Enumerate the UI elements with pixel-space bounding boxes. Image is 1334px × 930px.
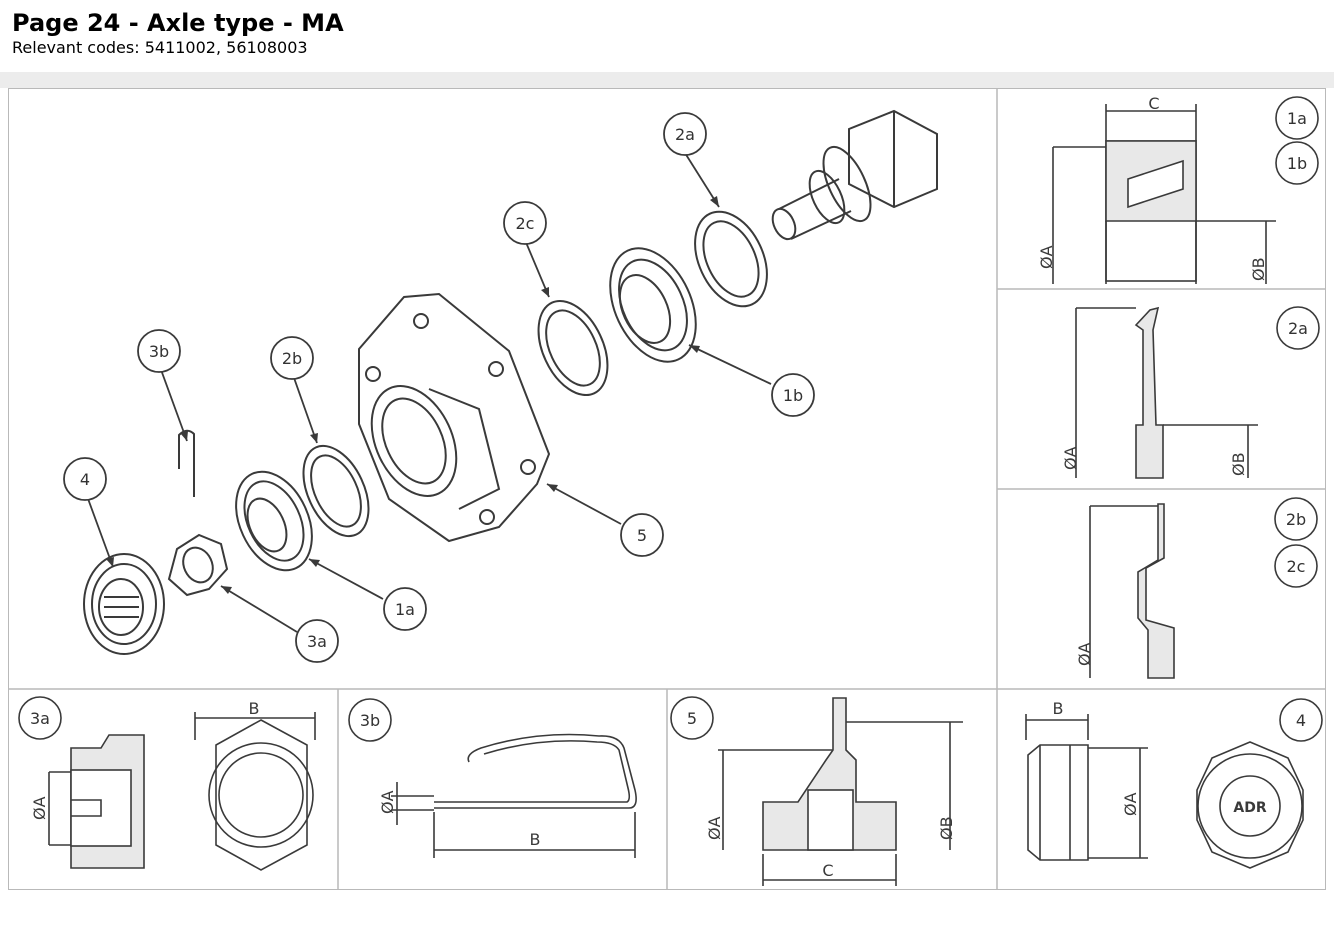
callout-4-label: 4	[80, 470, 90, 489]
badge-3a	[18, 696, 62, 740]
hub-5-drawing	[358, 292, 551, 543]
dim-oa-label: ØA	[1121, 792, 1140, 816]
detail-bearing-section: C ØA ØB 1a 1b	[1037, 94, 1319, 284]
dim-ob-label: ØB	[937, 816, 956, 840]
callout-1a-label: 1a	[395, 600, 415, 619]
badge-1b	[1275, 141, 1319, 185]
badge-4	[1279, 698, 1323, 742]
badge-2c-label: 2c	[1287, 557, 1306, 576]
washer-2a-drawing	[694, 210, 768, 308]
badge-3a-label: 3a	[30, 709, 50, 728]
dim-oa-label: ØA	[1037, 245, 1056, 269]
callout-5	[620, 513, 664, 557]
page-header: Page 24 - Axle type - MA Relevant codes:…	[12, 8, 344, 58]
page-subtitle: Relevant codes: 5411002, 56108003	[12, 38, 308, 57]
callout-2a-label: 2a	[675, 125, 695, 144]
badge-2c	[1274, 544, 1318, 588]
badge-2a-label: 2a	[1288, 319, 1308, 338]
callout-3a-label: 3a	[307, 632, 327, 651]
main-exploded-view: 2a 2c 3b 2b 4 1b 5 1a 3a	[63, 109, 938, 663]
dim-oa-label: ØA	[1075, 642, 1094, 666]
badge-2b	[1274, 497, 1318, 541]
axle-stub-drawing	[771, 109, 938, 241]
adr-logo-text: ADR	[1233, 800, 1266, 816]
badge-3b-label: 3b	[360, 711, 380, 730]
dim-oa-label: ØA	[1061, 446, 1080, 470]
dim-b-label: B	[1053, 699, 1064, 718]
split-pin-3b-drawing	[178, 429, 195, 497]
washer-2b-drawing	[302, 444, 370, 538]
dim-c-label: C	[1148, 94, 1159, 113]
dim-oa-label: ØA	[30, 796, 49, 820]
badge-5	[670, 696, 714, 740]
detail-castle-nut: B ØA 3a	[18, 696, 316, 871]
washer-2c-drawing	[537, 299, 609, 397]
detail-split-pin: ØA B 3b	[348, 698, 637, 858]
badge-1a	[1275, 96, 1319, 140]
grid-dividers	[9, 89, 1325, 889]
parts-diagram-frame: 2a 2c 3b 2b 4 1b 5 1a 3a	[8, 88, 1326, 890]
dim-ob-label: ØB	[1249, 257, 1268, 281]
dim-b-label: B	[249, 699, 260, 718]
callout-1b-label: 1b	[783, 386, 803, 405]
callout-3a	[295, 619, 339, 663]
bearing-1a-drawing	[235, 470, 313, 572]
dim-c-label: C	[822, 861, 833, 880]
bearing-1b-drawing	[609, 247, 697, 363]
badge-1b-label: 1b	[1287, 154, 1307, 173]
badge-2a	[1276, 306, 1320, 350]
callout-2c	[503, 201, 547, 245]
dim-oa-label: ØA	[378, 790, 397, 814]
callout-3b-label: 3b	[149, 342, 169, 361]
badge-2b-label: 2b	[1286, 510, 1306, 529]
callout-3b	[137, 329, 181, 373]
callout-2c-label: 2c	[516, 214, 535, 233]
callout-5-label: 5	[637, 526, 647, 545]
detail-hub-section: ØA ØB C 5	[670, 696, 963, 886]
hub-cap-4-drawing	[83, 553, 165, 655]
page-title: Page 24 - Axle type - MA	[12, 9, 344, 37]
badge-5-label: 5	[687, 709, 697, 728]
badge-3b	[348, 698, 392, 742]
callout-2b	[270, 336, 314, 380]
callout-1a	[383, 587, 427, 631]
dim-ob-label: ØB	[1229, 452, 1248, 476]
callout-4	[63, 457, 107, 501]
badge-1a-label: 1a	[1287, 109, 1307, 128]
header-separator-band	[0, 72, 1334, 88]
callout-1b	[771, 373, 815, 417]
dim-oa-label: ØA	[705, 816, 724, 840]
castle-nut-3a-drawing	[167, 533, 229, 597]
badge-4-label: 4	[1296, 711, 1306, 730]
detail-washer-2b-2c-section: ØA 2b 2c	[1075, 497, 1318, 679]
callout-2b-label: 2b	[282, 349, 302, 368]
detail-washer-2a-section: ØA ØB 2a	[1061, 306, 1320, 479]
dim-b-label: B	[530, 830, 541, 849]
callout-2a	[663, 112, 707, 156]
detail-hub-cap: ADR B ØA 4	[1025, 698, 1323, 869]
